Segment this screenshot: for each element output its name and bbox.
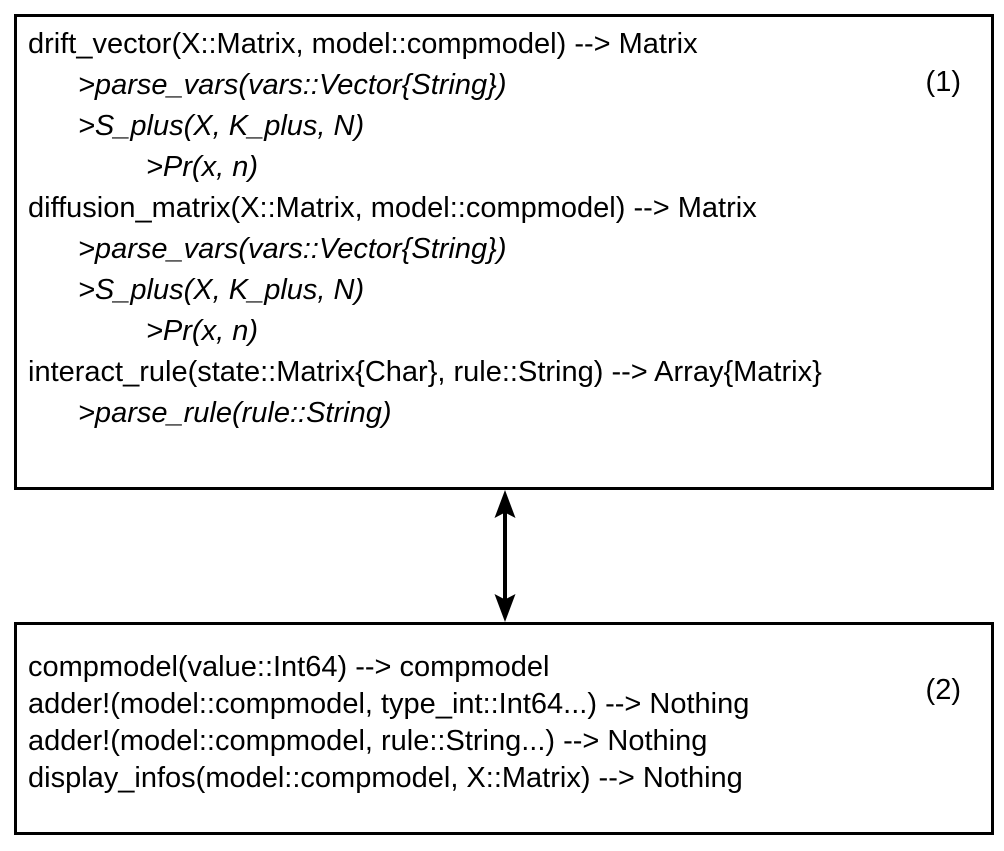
function-signature-line: display_infos(model::compmodel, X::Matri… — [28, 762, 743, 794]
function-signature-line: adder!(model::compmodel, type_int::Int64… — [28, 688, 750, 720]
function-signature-line: >parse_vars(vars::Vector{String}) — [78, 233, 507, 265]
function-group-box-1: (1) drift_vector(X::Matrix, model::compm… — [14, 14, 994, 490]
box-1-label: (1) — [925, 66, 961, 98]
function-signature-line: >S_plus(X, K_plus, N) — [78, 110, 365, 142]
function-signature-line: diffusion_matrix(X::Matrix, model::compm… — [28, 192, 757, 224]
function-signature-line: >parse_rule(rule::String) — [78, 397, 392, 429]
function-signature-line: >S_plus(X, K_plus, N) — [78, 274, 365, 306]
box-1-function-list: drift_vector(X::Matrix, model::compmodel… — [28, 24, 991, 434]
function-signature-line: adder!(model::compmodel, rule::String...… — [28, 725, 708, 757]
function-signature-line: drift_vector(X::Matrix, model::compmodel… — [28, 28, 698, 60]
function-signature-line: >Pr(x, n) — [146, 315, 258, 347]
function-group-box-2: (2) compmodel(value::Int64) --> compmode… — [14, 622, 994, 835]
double-arrow-icon — [494, 490, 516, 622]
function-signature-line: interact_rule(state::Matrix{Char}, rule:… — [28, 356, 822, 388]
box-2-label: (2) — [925, 674, 961, 706]
function-signature-line: >parse_vars(vars::Vector{String}) — [78, 69, 507, 101]
function-signature-line: compmodel(value::Int64) --> compmodel — [28, 651, 550, 683]
function-signature-line: >Pr(x, n) — [146, 151, 258, 183]
